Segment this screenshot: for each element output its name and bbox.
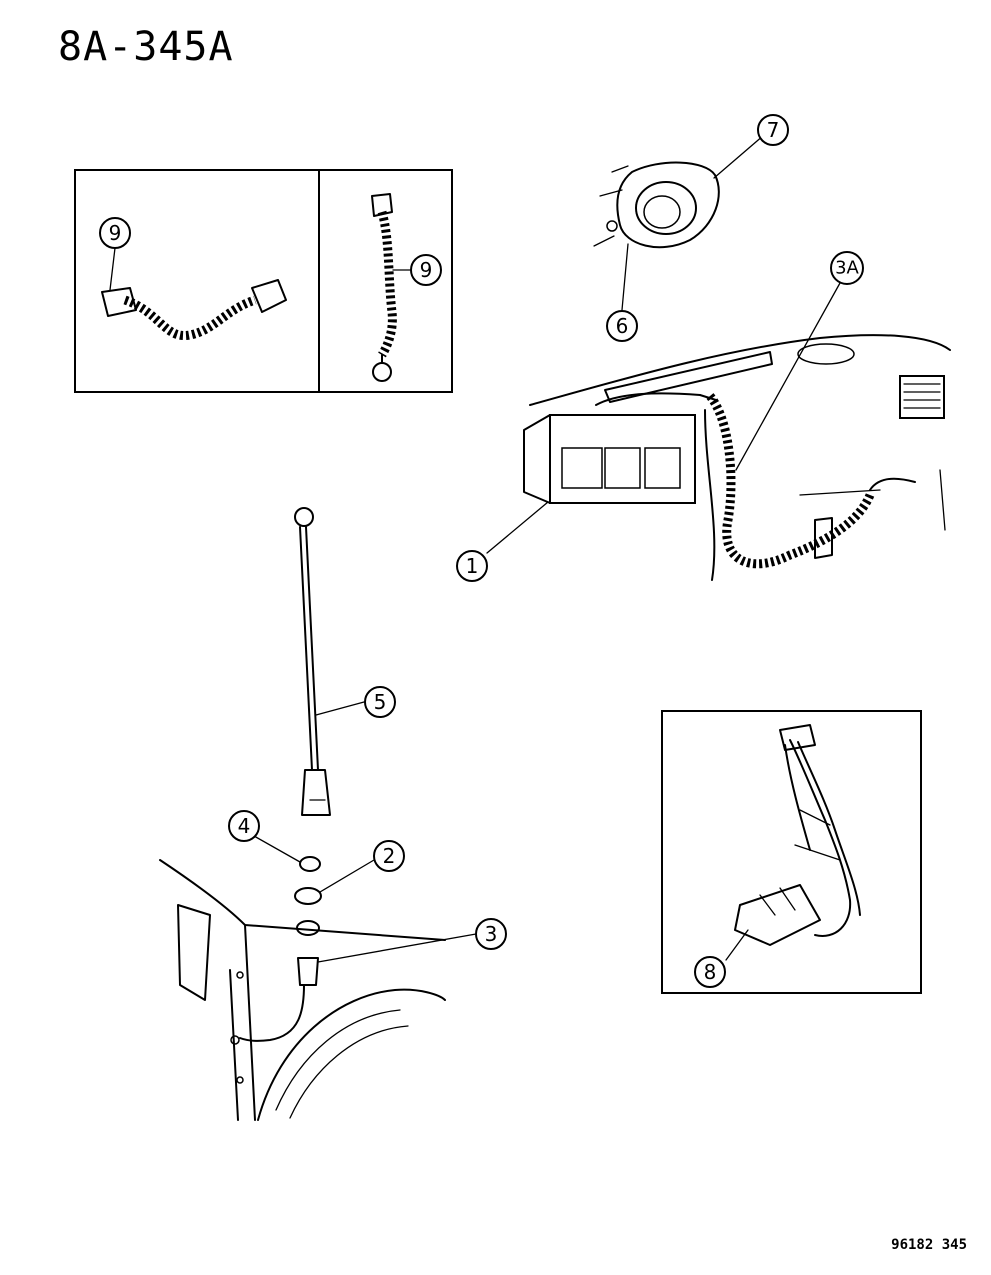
callout-label: 3 xyxy=(485,922,498,946)
callout-6: 6 xyxy=(606,310,638,342)
leader-lines xyxy=(109,134,841,963)
callout-7: 7 xyxy=(757,114,789,146)
callout-label: 9 xyxy=(109,221,122,245)
callout-4: 4 xyxy=(228,810,260,842)
callout-9-right: 9 xyxy=(410,254,442,286)
callout-3a: 3A xyxy=(830,251,864,285)
callout-9-left: 9 xyxy=(99,217,131,249)
callout-5: 5 xyxy=(364,686,396,718)
speaker-assembly xyxy=(593,161,720,249)
callout-8: 8 xyxy=(694,956,726,988)
callout-label: 2 xyxy=(383,844,396,868)
ground-strap-inset xyxy=(74,169,453,393)
callout-3: 3 xyxy=(475,918,507,950)
callout-label: 8 xyxy=(704,960,717,984)
callout-label: 6 xyxy=(616,314,629,338)
antenna-mast xyxy=(294,507,331,816)
callout-label: 1 xyxy=(466,554,479,578)
callout-label: 5 xyxy=(374,690,387,714)
callout-label: 3A xyxy=(835,258,859,279)
callout-label: 9 xyxy=(420,258,433,282)
antenna-base-parts xyxy=(239,856,322,1042)
fender-panel xyxy=(159,859,446,1121)
page-code: 8A-345A xyxy=(58,24,234,70)
ground-strap-vertical xyxy=(371,193,397,382)
callout-2: 2 xyxy=(373,840,405,872)
callout-label: 7 xyxy=(767,118,780,142)
ground-strap-horizontal xyxy=(101,279,287,341)
callout-label: 4 xyxy=(238,814,251,838)
figure-code: 96182 345 xyxy=(891,1237,967,1253)
callout-1: 1 xyxy=(456,550,488,582)
dashboard-radio xyxy=(523,334,951,581)
harness-inset xyxy=(661,710,922,994)
